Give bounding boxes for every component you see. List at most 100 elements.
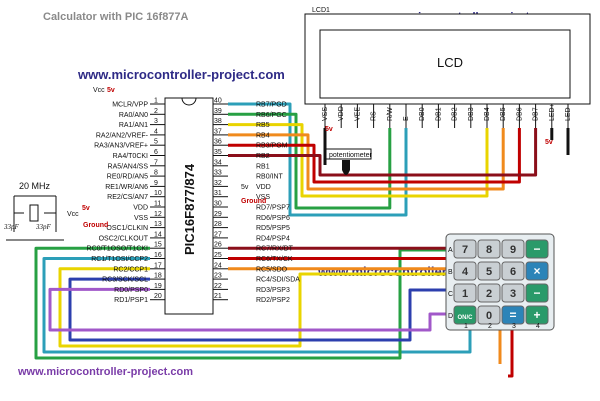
cap2-label: 33pF: [35, 223, 52, 231]
pin-number-left: 7: [154, 159, 158, 166]
pin-number-right: 28: [214, 221, 222, 228]
pin-label-right: VSS: [256, 194, 270, 201]
pin-label-left: RE2/CS/AN7: [107, 194, 148, 201]
keypad-key: [501, 239, 525, 259]
pin-number-left: 20: [154, 293, 162, 300]
pin-label-right: RB2: [256, 153, 270, 160]
keypad-key-label: 0: [486, 310, 492, 322]
vcc-5v-label: 5v: [107, 87, 115, 94]
pin-number-right: 26: [214, 242, 222, 249]
pin-label-right: RC4/SDI/SDA: [256, 277, 300, 284]
keypad-row-label: D: [448, 313, 453, 320]
wire-rb7: [228, 102, 408, 217]
keypad-col-label: 1: [464, 323, 468, 330]
pin-number-left: 16: [154, 252, 162, 259]
pin-label-left: OSC1/CLKIN: [106, 225, 148, 232]
pin-label-left: VDD: [133, 205, 148, 212]
pin-label-left: RA3/AN3/VREF+: [94, 143, 148, 150]
pin-label-left: RD1/PSP1: [114, 297, 148, 304]
lcd-screen-text: LCD: [437, 55, 463, 70]
lcd-pin-label: RS: [371, 111, 378, 121]
lcd-screen: [319, 29, 571, 99]
pin-number-right: 35: [214, 149, 222, 156]
pic-left-pins: 1MCLR/VPP2RA0/AN03RA1/AN14RA2/AN2/VREF-5…: [87, 98, 165, 304]
keypad-col-label: 4: [536, 323, 540, 330]
cap1-label: 33pF: [3, 223, 20, 231]
pin-label-right: RB1: [256, 163, 270, 170]
pin-number-left: 12: [154, 211, 162, 218]
pin-number-left: 3: [154, 118, 158, 125]
keypad-key-label: 2: [486, 288, 492, 300]
keypad-key-label: 5: [486, 266, 492, 278]
pin-label-left: RC3/SCK/SCL: [102, 277, 148, 284]
lcd-pin-label: DB6: [516, 107, 523, 121]
pin-number-left: 14: [154, 231, 162, 238]
pin-label-right: RD4/PSP4: [256, 235, 290, 242]
keypad-key-label: ×: [533, 264, 540, 278]
pin-label-left: RA5/AN4/SS: [108, 163, 149, 170]
led-5v-label: 5v: [545, 139, 553, 146]
lcd-pin-label: DB7: [533, 107, 540, 121]
lcd-pin-label: DB5: [500, 107, 507, 121]
pin-label-left: RE0/RD/AN5: [107, 174, 148, 181]
pin-number-left: 6: [154, 149, 158, 156]
pin-label-right: RD5/PSP5: [256, 225, 290, 232]
pin-number-right: 22: [214, 283, 222, 290]
pin-label-right: RB0/INT: [256, 174, 284, 181]
keypad-key-label: 6: [510, 266, 516, 278]
crystal-body: [29, 204, 39, 222]
keypad-col-label: 2: [488, 323, 492, 330]
keypad-key: [477, 239, 501, 259]
lcd-pin-label: DB0: [419, 107, 426, 121]
pin-number-right: 21: [214, 293, 222, 300]
pin-label-right: RD6/PSP6: [256, 215, 290, 222]
pin-label-left: RC0/T1OSO/T1CKI: [87, 246, 149, 253]
keypad-key-label: +: [533, 308, 540, 322]
pin-number-right: 31: [214, 190, 222, 197]
pin-number-right: 27: [214, 231, 222, 238]
pin-label-right: RC7/RX/DT: [256, 246, 294, 253]
potentiometer-label: potentiometer: [329, 152, 372, 159]
lcd-ref: LCD1: [312, 7, 330, 14]
pic-right-pins: 40RB7/PGD39RB6/PGC38RB537RB436RB3/PGM35R…: [213, 98, 300, 304]
pin-number-right: 36: [214, 139, 222, 146]
pin-number-left: 5: [154, 139, 158, 146]
pin-label-left: RD0/PSP0: [114, 287, 148, 294]
keypad-key-label: 9: [510, 244, 516, 256]
wire-rb3: [228, 128, 521, 184]
wire-rc2: [58, 267, 446, 348]
pic-chip-name: PIC16F877/874: [182, 163, 197, 255]
wire-rc0: [34, 246, 446, 360]
pot-5v-label: 5v: [325, 126, 333, 133]
keypad-key: [525, 283, 549, 303]
pin-number-right: 38: [214, 118, 222, 125]
watermark-bottom: www.microcontroller-project.com: [17, 366, 193, 378]
pin-number-right: 29: [214, 211, 222, 218]
keypad-key-label: 3: [510, 288, 516, 300]
pin-label-right: VDD: [256, 184, 271, 191]
keypad-key: [453, 239, 477, 259]
pin-number-left: 2: [154, 108, 158, 115]
lcd-pin-label: VEE: [354, 107, 361, 121]
pin-number-left: 8: [154, 170, 158, 177]
keypad-key-label: 4: [462, 266, 469, 278]
pin-number-left: 15: [154, 242, 162, 249]
pin-label-left: RA1/AN1: [119, 122, 148, 129]
pin-number-left: 10: [154, 190, 162, 197]
pin-label-left: RC1/T1OSI/CCP2: [91, 256, 148, 263]
keypad-key-label: 7: [462, 244, 468, 256]
pin-number-right: 33: [214, 170, 222, 177]
crystal-label: 20 MHz: [19, 181, 51, 191]
pin-label-left: MCLR/VPP: [112, 102, 148, 109]
pin-label-left: RA4/T0CKI: [113, 153, 148, 160]
vcc-5v-label-2: 5v: [82, 205, 90, 212]
pic-chip-body: [164, 97, 214, 315]
pin-number-left: 17: [154, 262, 162, 269]
keypad-key-label: −: [533, 242, 540, 256]
keypad-key: [501, 261, 525, 281]
wire-rd0: [48, 287, 446, 332]
keypad-key: [525, 239, 549, 259]
pin-number-left: 4: [154, 128, 158, 135]
